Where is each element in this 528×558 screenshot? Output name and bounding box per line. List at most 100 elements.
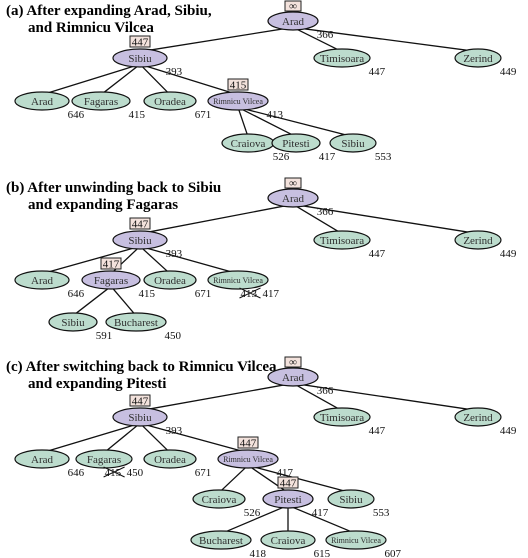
tree-edge-sibiu-oradea xyxy=(139,63,171,96)
infinity-box xyxy=(284,0,302,12)
nodes: Arad366∞Sibiu393447Timisoara447Zerind449… xyxy=(14,0,517,163)
node-ellipse xyxy=(143,91,197,111)
strike-line xyxy=(239,287,261,299)
tree-edge-arad-timisoara xyxy=(292,26,343,53)
panel-c: (c) After switching back to Rimnicu Vilc… xyxy=(6,356,517,558)
node-ellipse xyxy=(48,312,98,332)
node-ellipse xyxy=(207,270,269,290)
f-limit-box xyxy=(277,476,299,489)
node-ellipse xyxy=(71,91,131,111)
node-label: Pitesti xyxy=(282,138,310,150)
node-label: Rimnicu Vilcea xyxy=(331,536,381,545)
panel-a-caption-line1: (a) After expanding Arad, Sibiu, xyxy=(6,3,212,19)
node-label: Oradea xyxy=(154,454,186,466)
f-value: 450 xyxy=(165,330,182,342)
panel-c-caption-line2: and expanding Pitesti xyxy=(28,376,166,392)
node-oradea: Oradea 671 xyxy=(143,270,212,300)
node-ellipse xyxy=(327,489,375,509)
f-value: 449 xyxy=(500,425,517,437)
f-limit-value: 417 xyxy=(103,259,120,271)
edges xyxy=(41,382,479,535)
node-label: Fagaras xyxy=(94,275,128,287)
f-value: 671 xyxy=(195,109,212,121)
node-label: Zerind xyxy=(463,235,493,247)
f-value: 415 xyxy=(139,288,156,300)
node-label: Arad xyxy=(282,372,304,384)
node-label: Arad xyxy=(31,454,53,466)
tree-edge-pitesti-bucharest xyxy=(220,504,289,535)
f-limit-value: 447 xyxy=(132,219,149,231)
node-ellipse xyxy=(260,530,316,550)
node-label: Oradea xyxy=(154,275,186,287)
tree-edge-fagaras-bucharest xyxy=(110,285,137,317)
f-value: 447 xyxy=(369,248,386,260)
f-value: 447 xyxy=(369,425,386,437)
tree-edge-sibiu-rimnicu xyxy=(139,422,249,454)
f-value: 646 xyxy=(68,288,85,300)
node-ellipse xyxy=(143,449,197,469)
node-ellipse xyxy=(207,91,269,111)
node-ellipse xyxy=(454,230,502,250)
panel-a-caption-line2: and Rimnicu Vilcea xyxy=(28,20,154,36)
f-value: 553 xyxy=(375,151,392,163)
f-value: 366 xyxy=(317,206,334,218)
node-ellipse xyxy=(81,270,141,290)
node-label: Craiova xyxy=(231,138,266,150)
node-ellipse xyxy=(14,449,70,469)
f-limit-value: 447 xyxy=(280,478,297,490)
infinity-symbol: ∞ xyxy=(289,357,297,369)
node-label: Fagaras xyxy=(84,96,118,108)
f-value: 591 xyxy=(96,330,113,342)
infinity-box xyxy=(284,356,302,368)
tree-edge-rimnicu-craiova xyxy=(237,107,249,137)
node-label: Timisoara xyxy=(320,53,364,65)
tree-edge-rimnicu-sibiu2 xyxy=(247,464,352,494)
f-value: 417 xyxy=(319,151,336,163)
tree-edge-sibiu-oradea xyxy=(139,422,171,454)
node-label: Sibiu xyxy=(341,138,365,150)
node-fagaras: Fagaras 415 417 xyxy=(81,257,156,300)
node-label: Rimnicu Vilcea xyxy=(213,276,263,285)
node-ellipse xyxy=(112,48,168,68)
tree-edge-arad-zerind xyxy=(292,203,479,235)
tree-edge-rimnicu-craiova xyxy=(218,464,249,494)
f-value: 366 xyxy=(317,29,334,41)
tree-edge-arad-sibiu xyxy=(139,382,294,412)
f-value: 417 xyxy=(263,288,280,300)
f-value: 418 xyxy=(250,548,267,558)
f-value: 646 xyxy=(68,109,85,121)
tree-edge-sibiu-arad2 xyxy=(41,422,141,454)
f-value: 671 xyxy=(195,288,212,300)
infinity-symbol: ∞ xyxy=(289,1,297,13)
tree-edge-arad-zerind xyxy=(292,382,479,412)
node-label: Zerind xyxy=(463,53,493,65)
tree-edge-sibiu-rimnicu xyxy=(139,245,239,275)
node-label: Craiova xyxy=(202,494,237,506)
f-value: 671 xyxy=(195,467,212,479)
tree-edge-sibiu-arad2 xyxy=(41,245,141,275)
node-ellipse xyxy=(313,48,371,68)
node-oradea: Oradea 671 xyxy=(143,91,212,121)
node-label: Oradea xyxy=(154,96,186,108)
